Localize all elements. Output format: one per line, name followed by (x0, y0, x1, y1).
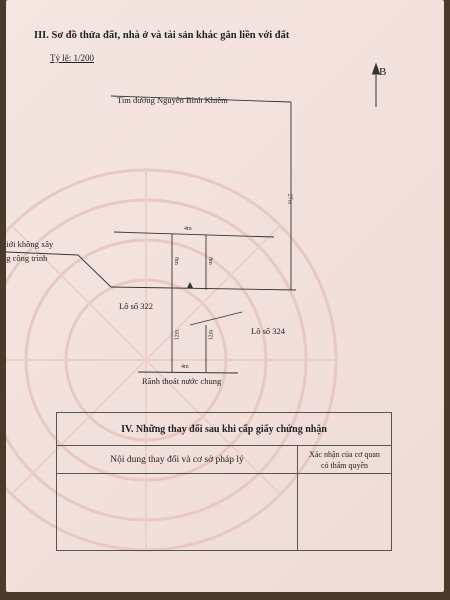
col-confirm-header: Xác nhận của cơ quan có thẩm quyền (298, 446, 391, 474)
section-title: III. Sơ đồ thửa đất, nhà ở và tài sản kh… (34, 30, 290, 41)
center-marker-icon (187, 282, 193, 288)
boundary-note-2: ng công trình (6, 253, 48, 263)
dim-rear-width: 4m (181, 364, 189, 370)
certificate-page: III. Sơ đồ thửa đất, nhà ở và tài sản kh… (6, 0, 444, 592)
changes-table: IV. Những thay đổi sau khi cấp giấy chứn… (56, 412, 392, 551)
dim-front-right: 8m (206, 257, 213, 265)
parcel-diagram (6, 62, 381, 374)
dim-rear-right: 12m (208, 329, 215, 341)
dim-total-depth: 27m (286, 193, 293, 205)
neighbor-right-label: Lô số 324 (251, 326, 285, 336)
dim-front-width: 4m (184, 226, 192, 232)
dim-front-left: 8m (172, 257, 179, 265)
col-confirm-line2: có thẩm quyền (320, 460, 369, 470)
col-content-header: Nội dung thay đổi và cơ sở pháp lý (57, 446, 298, 474)
road-label: Tim đường Nguyễn Bình Khiêm (117, 95, 228, 105)
north-label: B (379, 66, 387, 78)
drain-label: Rãnh thoát nước chung (142, 376, 222, 386)
changes-body-cell (57, 474, 298, 550)
road-line (110, 95, 292, 103)
north-arrow-icon (371, 62, 381, 107)
changes-title: IV. Những thay đổi sau khi cấp giấy chứn… (57, 413, 391, 446)
col-confirm-line1: Xác nhận của cơ quan (309, 449, 380, 459)
scale-label: Tỷ lệ: 1/200 (50, 53, 94, 63)
boundary-note-1: giới không xây (6, 239, 54, 249)
dim-rear-left: 12m (174, 329, 181, 341)
neighbor-left-label: Lô số 322 (119, 301, 153, 311)
